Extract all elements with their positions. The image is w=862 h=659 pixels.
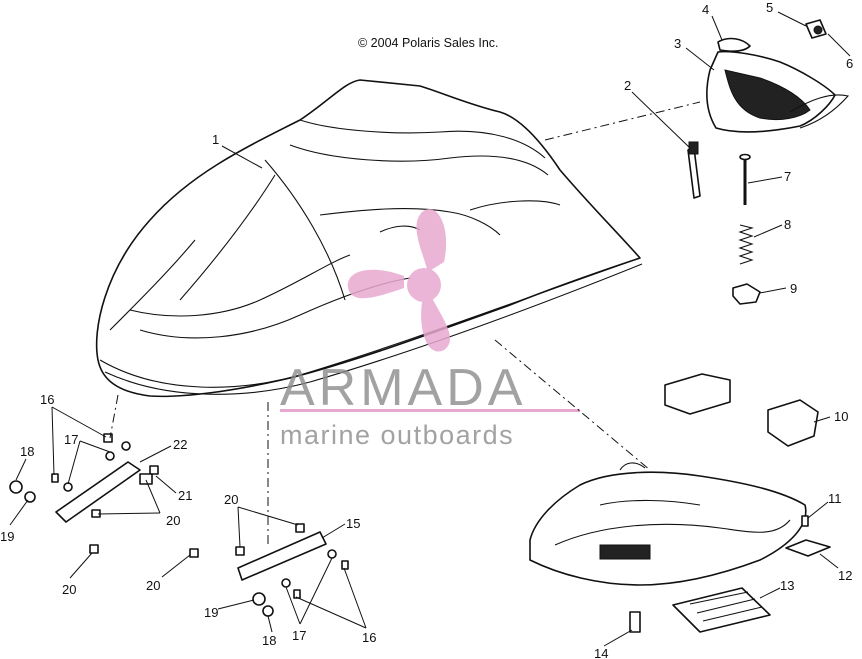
callout-8: 8 xyxy=(784,217,791,232)
armada-watermark: ARMADA marine outboards xyxy=(280,208,580,450)
callout-19a: 19 xyxy=(0,529,14,544)
clip-part-4[interactable] xyxy=(717,37,751,52)
callout-12: 12 xyxy=(838,568,852,583)
hood-part-1[interactable] xyxy=(95,79,643,398)
callout-1: 1 xyxy=(212,132,219,147)
pad-part-10[interactable] xyxy=(767,399,819,447)
propeller-blade-icon xyxy=(416,208,447,272)
propeller-blade-icon xyxy=(347,269,404,299)
callout-14: 14 xyxy=(594,646,608,659)
propeller-blade-icon xyxy=(421,298,451,352)
bracket-part-15[interactable] xyxy=(237,531,327,581)
callout-20a: 20 xyxy=(166,513,180,528)
callout-22: 22 xyxy=(173,437,187,452)
callout-11: 11 xyxy=(828,491,842,506)
callout-3: 3 xyxy=(674,36,681,51)
stud-part-11[interactable] xyxy=(801,515,809,527)
watermark-brand-text: ARMADA xyxy=(280,359,526,417)
grille-part-13[interactable] xyxy=(672,587,771,633)
base-pan[interactable] xyxy=(529,462,807,586)
callout-6: 6 xyxy=(846,56,853,71)
pad-part-12[interactable] xyxy=(785,539,831,557)
callout-16a: 16 xyxy=(40,392,54,407)
copyright-text: © 2004 Polaris Sales Inc. xyxy=(358,36,499,50)
callout-15: 15 xyxy=(346,516,360,531)
callout-20d: 20 xyxy=(146,578,160,593)
propeller-hub-icon xyxy=(407,268,441,302)
watermark-rule xyxy=(280,409,580,412)
headlight-housing-part-3[interactable] xyxy=(706,50,850,133)
callout-13: 13 xyxy=(780,578,794,593)
watermark-tagline-text: marine outboards xyxy=(280,420,514,450)
callout-20b: 20 xyxy=(62,582,76,597)
callout-5: 5 xyxy=(766,0,773,15)
callout-18b: 18 xyxy=(262,633,276,648)
hardware-fasteners xyxy=(9,433,349,617)
pin-part-7[interactable] xyxy=(739,153,751,206)
armada-logo-propeller-icon xyxy=(347,208,451,352)
strip-part-2[interactable] xyxy=(687,141,701,199)
assembly-dashed-lines xyxy=(109,101,701,548)
callout-9: 9 xyxy=(790,281,797,296)
pad-unlabeled[interactable] xyxy=(664,373,731,415)
callout-2: 2 xyxy=(624,78,631,93)
callout-7: 7 xyxy=(784,169,791,184)
leader-lines xyxy=(9,11,851,647)
bulb-part-5[interactable] xyxy=(805,19,827,39)
callout-16b: 16 xyxy=(362,630,376,645)
bracket-part-22[interactable] xyxy=(55,461,141,523)
callout-18a: 18 xyxy=(20,444,34,459)
callout-10: 10 xyxy=(834,409,848,424)
callout-17a: 17 xyxy=(64,432,78,447)
callout-17b: 17 xyxy=(292,628,306,643)
callout-20c: 20 xyxy=(224,492,238,507)
callout-21: 21 xyxy=(178,488,192,503)
knob-part-9[interactable] xyxy=(732,283,761,305)
plug-part-14[interactable] xyxy=(629,611,641,633)
callout-4: 4 xyxy=(702,2,709,17)
callout-19b: 19 xyxy=(204,605,218,620)
spring-part-8[interactable] xyxy=(738,224,754,265)
